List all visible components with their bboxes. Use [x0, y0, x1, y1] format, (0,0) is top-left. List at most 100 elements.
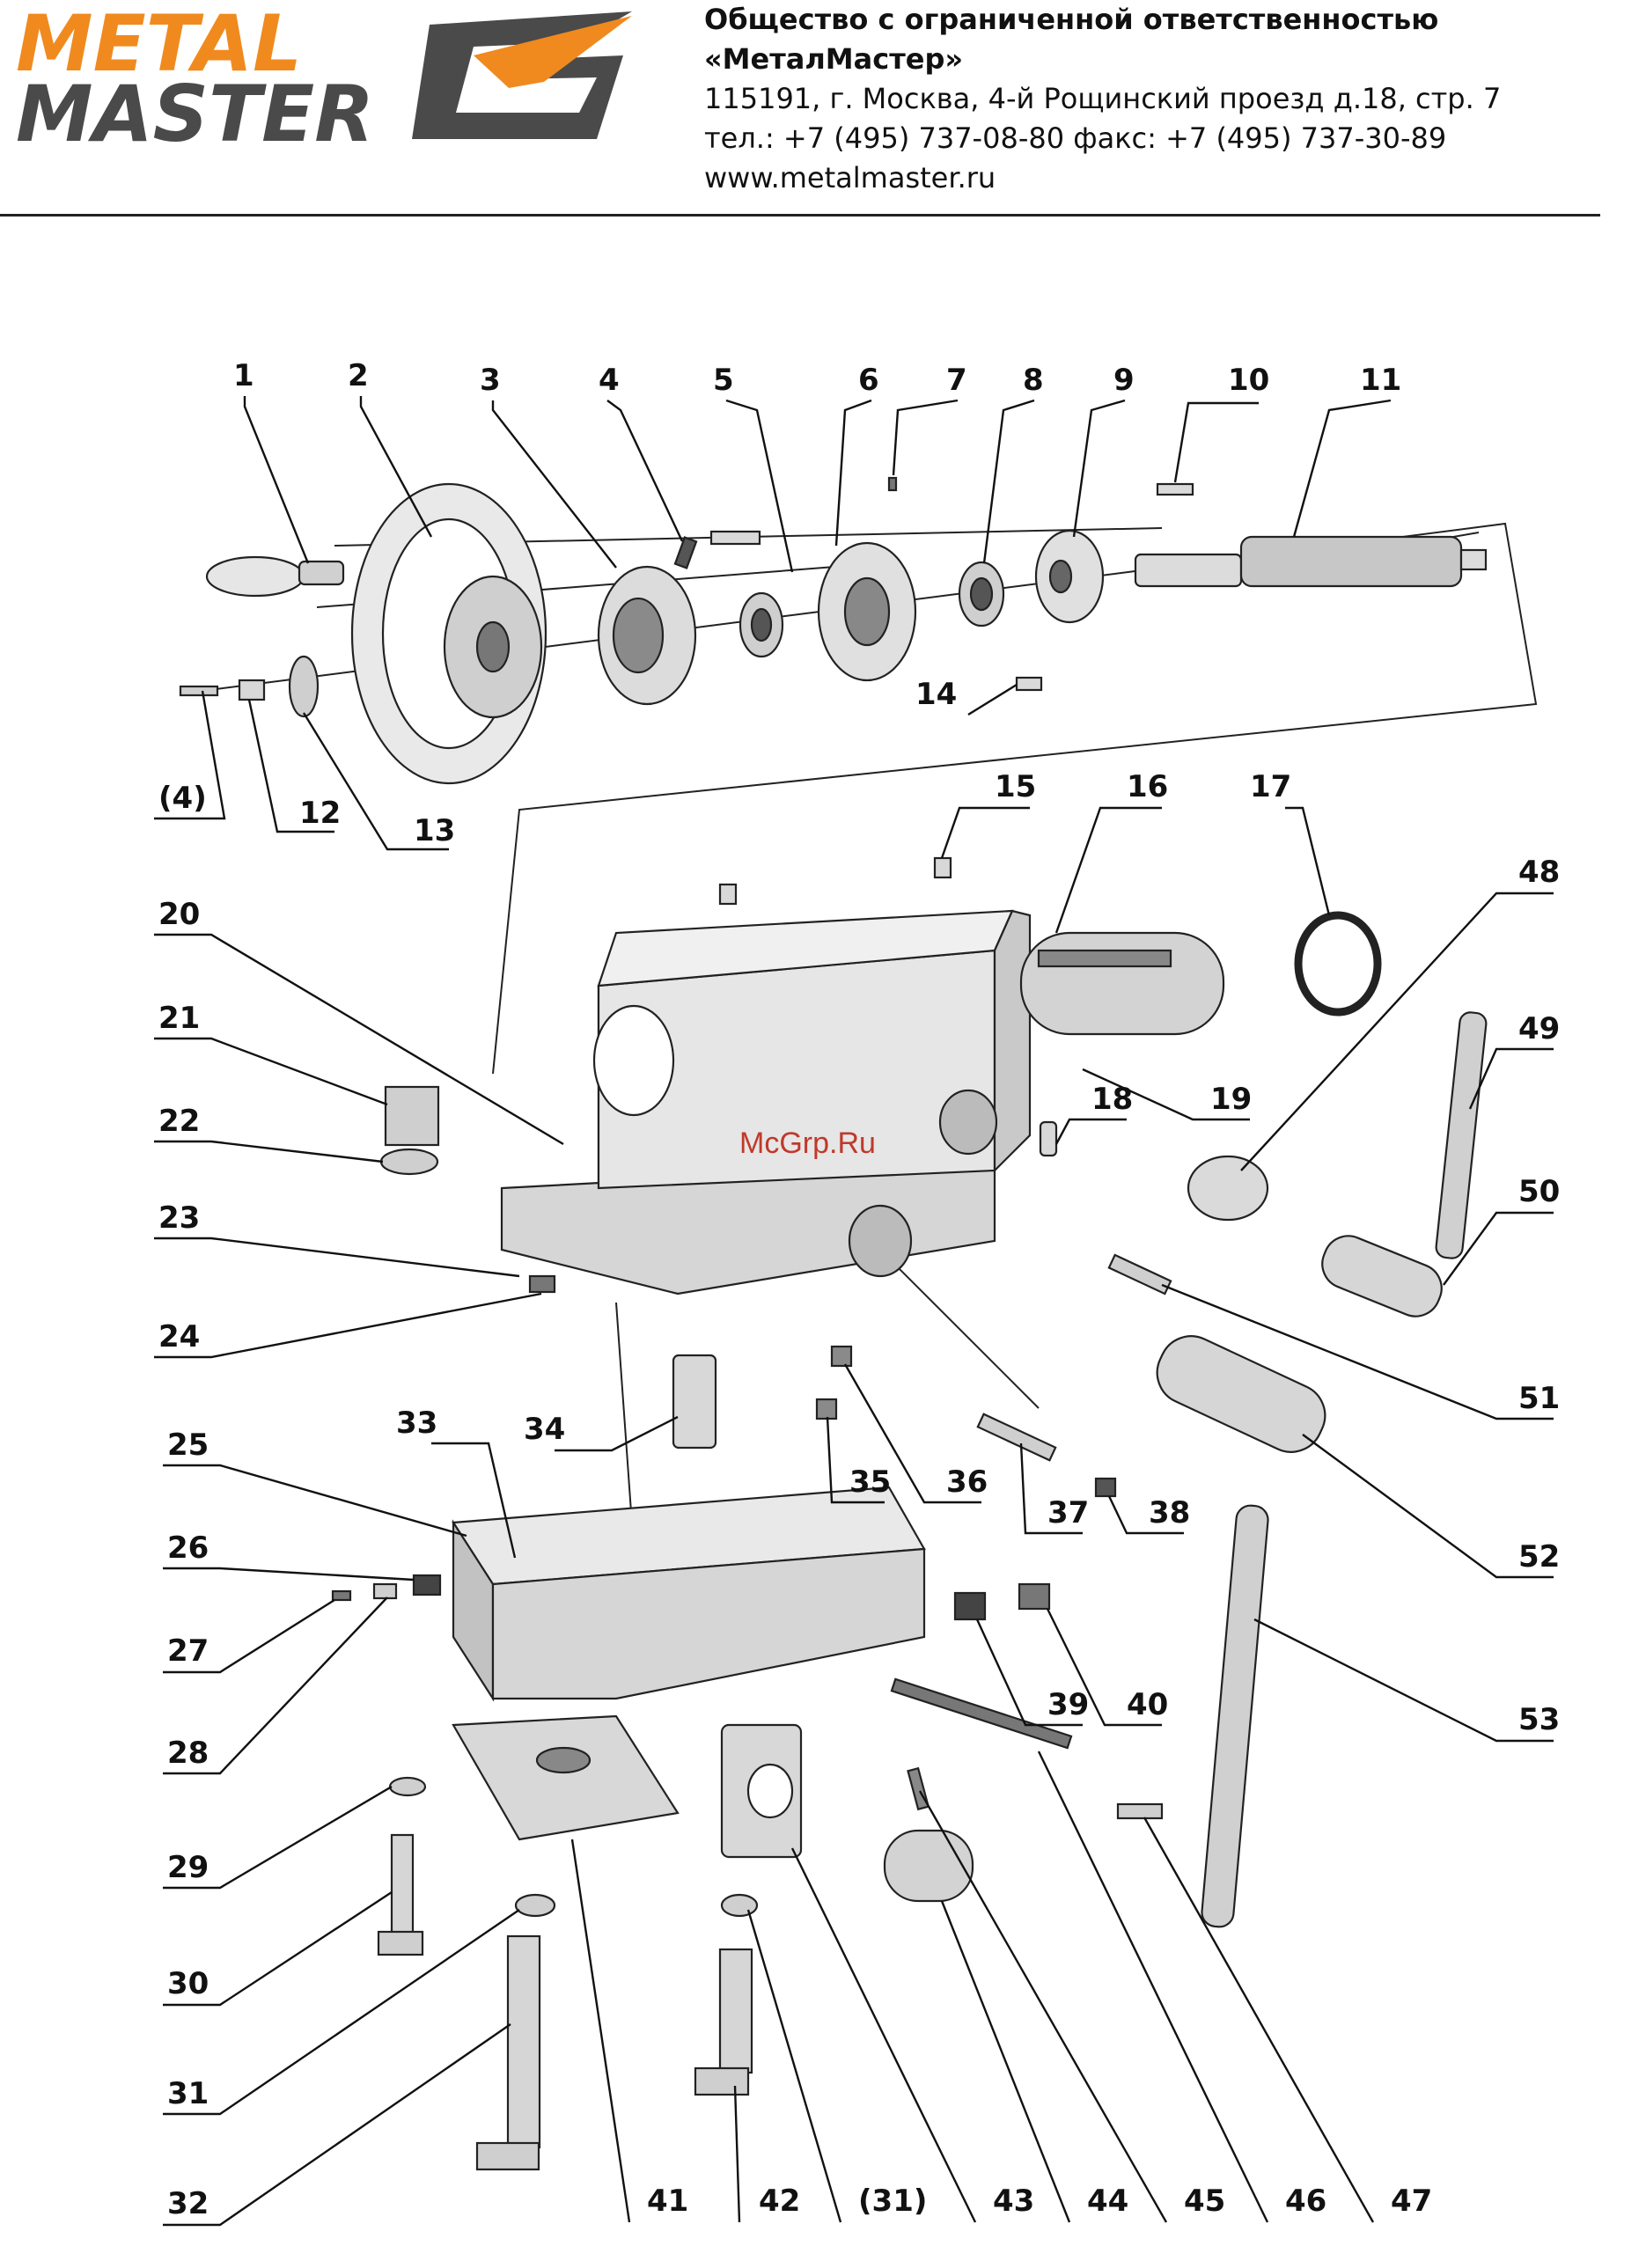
svg-text:10: 10: [1228, 363, 1269, 398]
part-52-clamp-shaft: [1156, 1335, 1326, 1453]
svg-text:21: 21: [158, 1001, 200, 1036]
callout-42: 42: [733, 2085, 800, 2223]
svg-text:18: 18: [1091, 1082, 1133, 1117]
svg-text:17: 17: [1250, 769, 1291, 804]
part-5-screw: [709, 530, 761, 546]
tailstock-exploded-diagram: McGrp.Ru 1 2 3 4 5 6 7: [154, 358, 1560, 2227]
callout-34: 34: [524, 1412, 679, 1452]
part-25-base: [452, 1486, 926, 1702]
part-31-32-washer-bolt: [475, 1893, 556, 2171]
callout-32: 32: [163, 2023, 511, 2227]
metalmaster-logo: METAL MASTER: [16, 7, 632, 148]
svg-text:28: 28: [167, 1736, 209, 1771]
callout-27: 27: [163, 1598, 335, 1674]
callout-43: 43: [790, 1847, 1034, 2223]
callout-35: 35: [826, 1416, 891, 1504]
callout-4: 4: [599, 363, 684, 542]
callout-33: 33: [396, 1406, 517, 1559]
callout-51: 51: [1161, 1283, 1560, 1420]
svg-text:4: 4: [599, 363, 620, 398]
svg-text:41: 41: [647, 2184, 688, 2219]
part-1-handle-knob: [205, 555, 345, 598]
callout-14: 14: [915, 677, 1018, 716]
svg-text:34: 34: [524, 1412, 565, 1447]
callout-16: 16: [1054, 769, 1168, 934]
company-phones: тел.: +7 (495) 737-08-80 факс: +7 (495) …: [704, 121, 1447, 155]
svg-text:33: 33: [396, 1406, 437, 1441]
part-41-clamp-plate: [452, 1714, 680, 1841]
svg-text:31: 31: [167, 2076, 209, 2111]
callout-48: 48: [1240, 855, 1560, 1171]
part-14-screw: [1015, 676, 1043, 692]
svg-text:44: 44: [1087, 2184, 1128, 2219]
header-divider: [0, 214, 1600, 217]
svg-text:30: 30: [167, 1966, 209, 2001]
part-42-bolt: [694, 1893, 759, 2096]
callout-47: 47: [1143, 1817, 1432, 2223]
svg-text:26: 26: [167, 1530, 209, 1566]
page-header: METAL MASTER Общество с ограниченной отв…: [0, 0, 1646, 220]
part-6-flange: [817, 541, 917, 682]
svg-text:27: 27: [167, 1633, 209, 1669]
svg-text:46: 46: [1285, 2184, 1326, 2219]
part-16-quill: [1019, 931, 1225, 1036]
callout-24: 24: [154, 1292, 542, 1359]
svg-text:50: 50: [1518, 1174, 1560, 1209]
callout-4-ref: (4): [154, 690, 226, 820]
callout-10: 10: [1173, 363, 1269, 483]
callout-18: 18: [1054, 1082, 1133, 1145]
callout-31: 31: [163, 1909, 520, 2116]
callout-25: 25: [163, 1428, 467, 1538]
svg-text:20: 20: [158, 897, 200, 932]
svg-text:11: 11: [1360, 363, 1401, 398]
part-34-gib-block: [672, 1354, 717, 1450]
svg-text:38: 38: [1149, 1495, 1190, 1530]
svg-text:19: 19: [1210, 1082, 1252, 1117]
company-info: Общество с ограниченной ответственностью…: [704, 0, 1646, 198]
callout-50: 50: [1443, 1174, 1560, 1286]
part-43-clamp-block: [720, 1723, 803, 1859]
callout-41: 41: [570, 1839, 688, 2223]
callout-2: 2: [348, 358, 433, 538]
svg-text:14: 14: [915, 677, 957, 712]
callout-13: 13: [302, 712, 455, 851]
svg-text:23: 23: [158, 1200, 200, 1236]
company-address: 115191, г. Москва, 4-й Рощинский проезд …: [704, 82, 1502, 115]
part-20-tailstock-body: [500, 909, 1032, 1295]
part-12-bushing: [179, 679, 266, 701]
svg-text:1: 1: [233, 358, 254, 393]
callout-31-ref: (31): [746, 1909, 927, 2223]
svg-text:24: 24: [158, 1319, 200, 1354]
part-46-rod: [890, 1677, 1073, 1750]
part-22-washer: [379, 1148, 439, 1176]
callout-7: 7: [892, 363, 967, 476]
svg-text:22: 22: [158, 1104, 200, 1139]
part-23-24-clip: [528, 1274, 556, 1294]
svg-text:39: 39: [1047, 1687, 1089, 1722]
callout-11: 11: [1292, 363, 1401, 538]
callout-21: 21: [154, 1001, 388, 1106]
logo-text-metal: METAL: [16, 7, 302, 89]
logo-text-master: MASTER: [16, 69, 374, 148]
callout-26: 26: [163, 1530, 415, 1582]
part-18-pin: [1039, 1120, 1058, 1157]
company-name: Общество с ограниченной ответственностью…: [704, 3, 1439, 76]
svg-text:37: 37: [1047, 1495, 1089, 1530]
svg-text:(4): (4): [158, 781, 207, 816]
part-3-bearing-housing: [597, 565, 697, 706]
part-35-36-set-screws: [815, 1345, 853, 1420]
part-50-shaft: [1321, 1235, 1443, 1317]
part-15-set-screw: [718, 856, 952, 906]
callout-44: 44: [940, 1900, 1128, 2223]
part-21-nut: [384, 1085, 440, 1147]
svg-text:53: 53: [1518, 1702, 1560, 1737]
part-9-nut: [1034, 529, 1105, 624]
part-51-pin: [1107, 1253, 1172, 1295]
part-bearing-small: [738, 591, 784, 658]
part-4-pin: [673, 536, 698, 569]
callout-6: 6: [834, 363, 879, 547]
part-callouts: 1 2 3 4 5 6 7 8: [154, 358, 1560, 2227]
callout-8: 8: [982, 363, 1044, 564]
company-website[interactable]: www.metalmaster.ru: [704, 161, 996, 195]
callout-3: 3: [480, 363, 617, 569]
